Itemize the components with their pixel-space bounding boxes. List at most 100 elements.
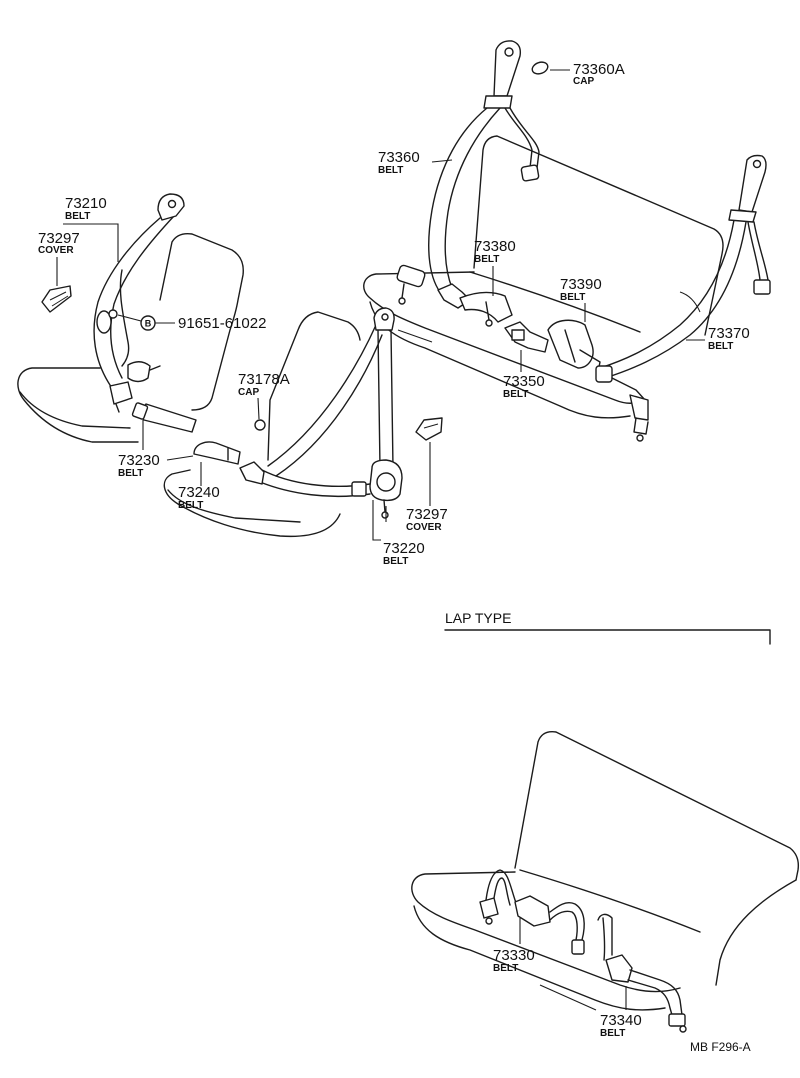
callout-73178a-desc: CAP bbox=[238, 387, 259, 398]
leader-73360 bbox=[431, 159, 453, 163]
callout-73360-desc: BELT bbox=[378, 165, 403, 176]
bolt-marker-circle bbox=[140, 315, 156, 331]
callout-73210-part: 73210 bbox=[65, 195, 107, 212]
bolt-marker-letter: B bbox=[145, 319, 152, 329]
belt-73360-strap-a bbox=[504, 107, 533, 169]
callout-73230-desc: BELT bbox=[118, 468, 143, 479]
latch-plate-73210 bbox=[127, 361, 151, 383]
belt-73340-end bbox=[668, 1013, 686, 1027]
anchor-hole-left bbox=[504, 47, 514, 57]
belt-73370-strap-a bbox=[747, 221, 761, 281]
belt-73370-outer bbox=[604, 221, 747, 379]
cap-73178a bbox=[254, 419, 266, 431]
belt-73220-vertical-r bbox=[390, 329, 394, 469]
callout-73297-right-part: 73297 bbox=[406, 506, 448, 523]
callout-73220-desc: BELT bbox=[383, 556, 408, 567]
belt-73330-assembly bbox=[479, 869, 585, 955]
lap-seatback-outline bbox=[514, 731, 800, 881]
latch-73220 bbox=[239, 461, 265, 485]
rear-seatback-crease bbox=[679, 291, 701, 313]
belt-73330-d bbox=[549, 910, 578, 941]
belt-73370-lower bbox=[611, 377, 646, 401]
belt-73220-shoulder-b bbox=[275, 334, 383, 477]
belt-73340-a bbox=[597, 913, 613, 956]
rear-cushion-outline bbox=[363, 271, 639, 405]
lap-type-divider bbox=[444, 629, 771, 645]
belt-73240-body bbox=[193, 441, 241, 465]
anchor-hole-73220 bbox=[381, 313, 389, 321]
callout-73240-desc: BELT bbox=[178, 500, 203, 511]
cover-73297-left-ribs bbox=[49, 291, 69, 307]
retractor-73210-stem bbox=[115, 403, 120, 413]
latch-73370 bbox=[595, 365, 613, 383]
belt-73340-assembly bbox=[597, 913, 687, 1033]
callout-73297-right-desc: COVER bbox=[406, 522, 442, 533]
belt-73360-outer bbox=[428, 107, 488, 293]
buckle-73380-body bbox=[459, 291, 513, 323]
belt-73210-assembly bbox=[93, 193, 185, 413]
belt-73340-d bbox=[627, 979, 673, 1016]
lower-fitting-bolt bbox=[636, 434, 644, 442]
callout-73297-left-part: 73297 bbox=[38, 230, 80, 247]
lap-anchor-left bbox=[479, 897, 499, 919]
buckle-73380-stem bbox=[485, 301, 490, 321]
belt-73340-c bbox=[629, 969, 683, 1016]
callout-73330-part: 73330 bbox=[493, 947, 535, 964]
callout-73380-part: 73380 bbox=[474, 238, 516, 255]
belt-73330-c bbox=[549, 902, 585, 941]
latch-plate-tab bbox=[149, 365, 161, 371]
callout-73350-desc: BELT bbox=[503, 389, 528, 400]
leader-lines bbox=[56, 61, 705, 1011]
lap-belt-73220-guide bbox=[351, 481, 367, 497]
rear-seatback-seam bbox=[469, 271, 641, 333]
rear-seatback-outline bbox=[473, 135, 724, 336]
callout-labels: 73360A CAP 73360 BELT 73210 BELT 73297 C… bbox=[38, 61, 751, 1054]
buckle-73390-body bbox=[547, 319, 594, 369]
anchor-hole-73210 bbox=[167, 199, 177, 209]
belt-guide-left bbox=[483, 95, 513, 109]
lower-fitting-stem bbox=[633, 417, 649, 435]
belt-73230-end bbox=[131, 402, 149, 420]
callout-73390-desc: BELT bbox=[560, 292, 585, 303]
lap-cushion-front bbox=[413, 905, 666, 1011]
callout-73390-part: 73390 bbox=[560, 276, 602, 293]
belt-73360-assembly bbox=[396, 40, 540, 305]
callout-73210-desc: BELT bbox=[65, 211, 90, 222]
buckle-73340 bbox=[605, 954, 633, 983]
leader-73220-left bbox=[372, 500, 381, 541]
callout-73297-left-desc: COVER bbox=[38, 245, 74, 256]
upper-anchor-right bbox=[738, 154, 767, 213]
front-seat-right bbox=[163, 311, 361, 538]
belt-73340-b bbox=[602, 917, 606, 961]
belt-73350-latch bbox=[511, 329, 525, 341]
callout-73340-desc: BELT bbox=[600, 1028, 625, 1039]
belt-73370-inner bbox=[599, 219, 735, 369]
callout-73178a-part: 73178A bbox=[238, 371, 290, 388]
right-seatback-outline bbox=[267, 311, 361, 461]
strap-end-73370 bbox=[753, 279, 771, 295]
cap-73360a bbox=[531, 61, 549, 75]
callout-73350-part: 73350 bbox=[503, 373, 545, 390]
lower-fitting-73370 bbox=[629, 394, 649, 421]
leader-73178a bbox=[257, 397, 260, 420]
callout-73340-part: 73340 bbox=[600, 1012, 642, 1029]
left-cushion-front bbox=[19, 391, 131, 429]
bolt-91651-61022 bbox=[108, 309, 118, 319]
leader-91651-bolt bbox=[117, 314, 142, 322]
retractor-73220-bolt bbox=[381, 511, 389, 519]
callout-73330-desc: BELT bbox=[493, 963, 518, 974]
lap-seatback-bottom bbox=[519, 869, 701, 933]
retractor-73220-spool bbox=[376, 472, 396, 492]
callout-73370-part: 73370 bbox=[708, 325, 750, 342]
lower-anchor-bolt bbox=[398, 297, 406, 305]
callout-73360-part: 73360 bbox=[378, 149, 420, 166]
cover-73297-right-rib bbox=[423, 423, 439, 429]
belt-73370-assembly bbox=[595, 154, 771, 442]
belt-73220-assembly bbox=[239, 307, 403, 519]
callout-73360a-desc: CAP bbox=[573, 76, 594, 87]
anchor-hole-right bbox=[752, 159, 762, 169]
cover-73297-right bbox=[415, 417, 443, 441]
buckle-73390-line bbox=[564, 329, 576, 363]
callout-73220-part: 73220 bbox=[383, 540, 425, 557]
